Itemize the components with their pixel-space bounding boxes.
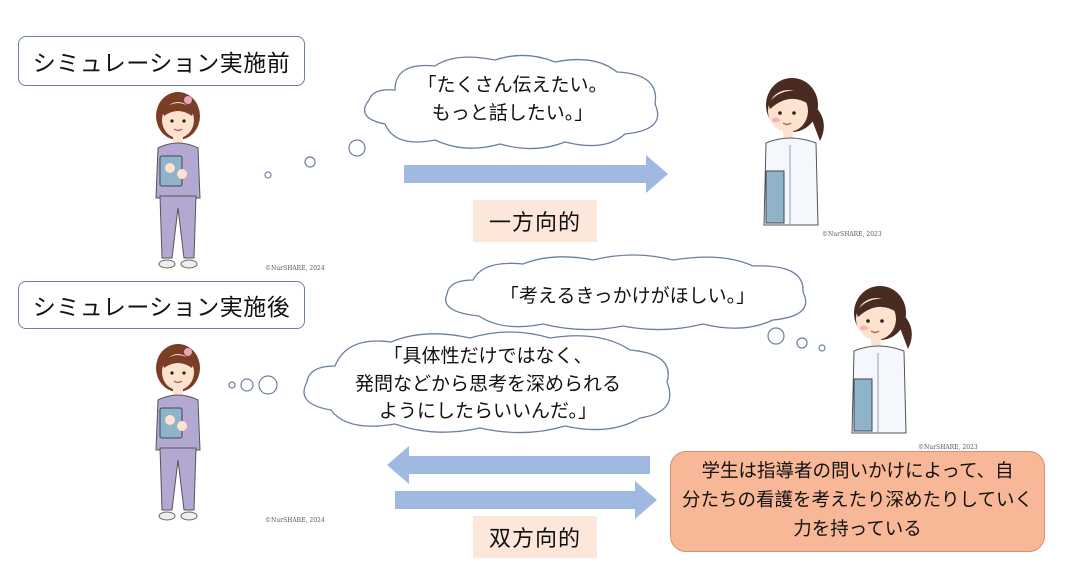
two-way-tag: 双方向的 — [473, 516, 597, 558]
thought-line: 「たくさん伝えたい。 — [417, 74, 608, 96]
thought-line: もっと話したい。」 — [431, 101, 594, 124]
thought-cloud-student-after — [445, 254, 807, 331]
student-after-illustration — [851, 286, 912, 434]
one-way-tag: 一方向的 — [473, 200, 597, 242]
thought-line: ようにしたらいいんだ。」 — [379, 400, 597, 423]
arrow-right-before — [404, 155, 668, 193]
arrow-left-after — [387, 446, 650, 484]
thought-line: 発問などから思考を深められる — [354, 372, 621, 395]
arrow-right-after — [395, 481, 657, 519]
result-box: 学生は指導者の問いかけによって、自 分たちの看護を考えたり深めたりしていく 力を… — [670, 451, 1045, 552]
result-line: 学生は指導者の問いかけによって、自 — [701, 461, 1014, 483]
thought-dots-before — [264, 139, 366, 179]
thought-text-student-after: 「考えるきっかけがほしい。」 — [499, 285, 756, 307]
result-line: 力を持っている — [793, 518, 922, 540]
thought-dots-instructor-after — [228, 375, 278, 395]
credit-nurse-before: ©NurSHARE, 2024 — [265, 265, 325, 272]
thought-text-instructor-after: 「具体性だけではなく、 発問などから思考を深められる ようにしたらいいんだ。」 — [318, 343, 658, 426]
nurse-before-illustration — [155, 92, 201, 269]
thought-line: 「具体性だけではなく、 — [383, 345, 593, 367]
credit-nurse-after: ©NurSHARE, 2024 — [265, 517, 325, 524]
thought-dots-student-after — [767, 327, 826, 352]
thought-cloud-instructor-after — [303, 331, 671, 434]
credit-student-after: ©NurSHARE, 2023 — [918, 444, 978, 451]
student-before-illustration — [763, 78, 824, 226]
thought-cloud-before — [364, 54, 659, 150]
before-label: シミュレーション実施前 — [18, 36, 305, 86]
credit-student-before: ©NurSHARE, 2023 — [822, 231, 882, 238]
after-label: シミュレーション実施後 — [18, 281, 305, 329]
result-line: 分たちの看護を考えたり深めたりしていく — [682, 490, 1033, 512]
nurse-after-illustration — [155, 344, 201, 521]
thought-text-before: 「たくさん伝えたい。 もっと話したい。」 — [375, 72, 650, 127]
